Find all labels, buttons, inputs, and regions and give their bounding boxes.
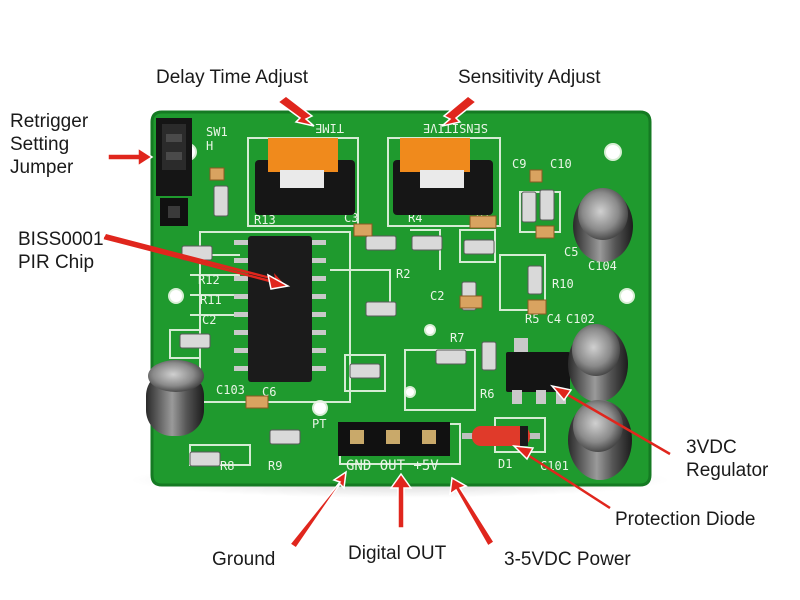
- svg-text:C103: C103: [216, 383, 245, 397]
- arrow-ground: [288, 470, 347, 550]
- label-digital-out: Digital OUT: [348, 543, 447, 564]
- svg-text:R8: R8: [220, 459, 234, 473]
- svg-text:C9: C9: [512, 157, 526, 171]
- label-pir-chip: BISS0001 PIR Chip: [18, 229, 104, 273]
- arrow-jumper: [107, 146, 154, 168]
- sensitivity-potentiometer: [393, 138, 493, 215]
- arrow-power: [449, 476, 496, 548]
- silkscreen-labels: SW1 H TIME SENSITIVE R13 C3 R4 R1 C9 C10…: [198, 121, 617, 474]
- delay-time-potentiometer: [255, 138, 355, 215]
- svg-text:TIME: TIME: [315, 121, 344, 135]
- svg-text:C2: C2: [202, 313, 216, 327]
- pcb: SW1 H TIME SENSITIVE R13 C3 R4 R1 C9 C10…: [146, 110, 652, 487]
- svg-text:SW1: SW1: [206, 125, 228, 139]
- svg-text:D1: D1: [498, 457, 512, 471]
- svg-text:R12: R12: [198, 273, 220, 287]
- svg-text:R5 C4: R5 C4: [525, 312, 561, 326]
- arrow-chip-head: [266, 273, 291, 290]
- svg-text:H: H: [206, 139, 213, 153]
- svg-text:C102: C102: [566, 312, 595, 326]
- arrow-chip-shaft: [103, 236, 271, 283]
- mounting-hole: [604, 143, 622, 161]
- capacitor-c103: [146, 360, 204, 436]
- arrow-sensitivity: [441, 95, 478, 127]
- label-sensitivity-adjust: Sensitivity Adjust: [458, 67, 601, 88]
- svg-text:R6: R6: [480, 387, 494, 401]
- svg-text:R11: R11: [200, 293, 222, 307]
- capacitor-c102: [568, 324, 628, 402]
- svg-text:R7: R7: [450, 331, 464, 345]
- svg-text:C2: C2: [430, 289, 444, 303]
- svg-text:R10: R10: [552, 277, 574, 291]
- svg-text:R2: R2: [396, 267, 410, 281]
- svg-text:C104: C104: [588, 259, 617, 273]
- arrow-regulator-shaft: [555, 386, 671, 456]
- svg-text:C10: C10: [550, 157, 572, 171]
- svg-text:PT: PT: [312, 417, 326, 431]
- arrow-diode-head: [511, 445, 535, 461]
- label-protection-diode: Protection Diode: [615, 509, 756, 530]
- label-delay-time-adjust: Delay Time Adjust: [156, 67, 309, 88]
- label-power: 3-5VDC Power: [504, 549, 631, 570]
- svg-text:R9: R9: [268, 459, 282, 473]
- retrigger-jumper: [156, 118, 192, 226]
- label-ground: Ground: [212, 549, 276, 570]
- svg-text:R13: R13: [254, 213, 276, 227]
- arrow-regulator-head: [549, 384, 573, 402]
- svg-text:C101: C101: [540, 459, 569, 473]
- pin-header: [338, 422, 450, 456]
- biss0001-chip: [234, 236, 326, 382]
- capacitor-c101: [568, 400, 632, 480]
- label-regulator: 3VDC Regulator: [686, 437, 769, 481]
- svg-text:C5: C5: [564, 245, 578, 259]
- arrow-out: [389, 472, 413, 529]
- capacitor-c104: [573, 188, 633, 262]
- arrow-delay: [276, 95, 315, 127]
- mounting-hole: [619, 288, 635, 304]
- mounting-hole: [168, 288, 184, 304]
- svg-text:GND OUT +5V: GND OUT +5V: [346, 458, 439, 474]
- protection-diode: [462, 426, 540, 446]
- callout-arrows: [103, 95, 671, 550]
- arrow-diode-shaft: [519, 448, 611, 510]
- label-retrigger-jumper: Retrigger Setting Jumper: [10, 111, 89, 178]
- svg-text:SENSITIVE: SENSITIVE: [423, 121, 488, 135]
- 3vdc-regulator: [506, 338, 570, 404]
